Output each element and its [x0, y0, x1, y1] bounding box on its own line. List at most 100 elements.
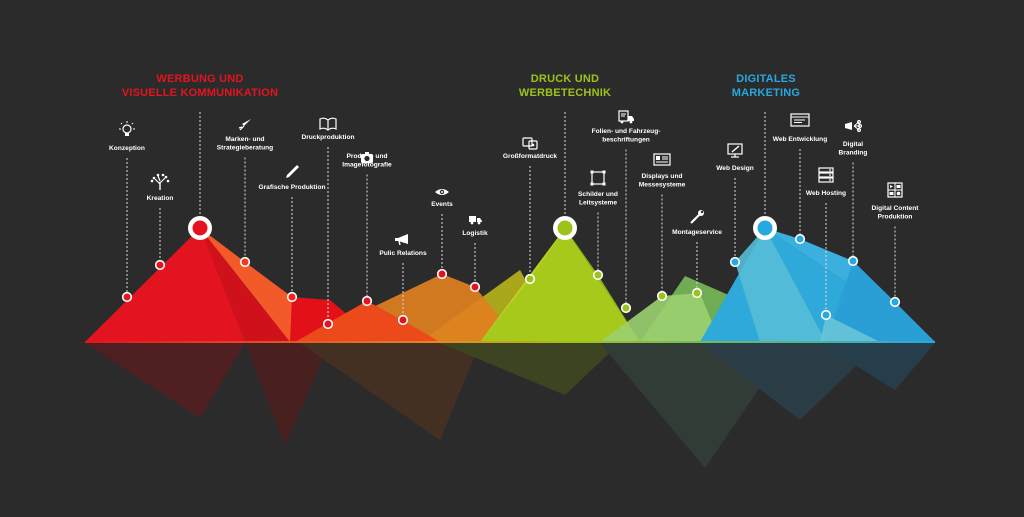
service-marker-dot: [322, 318, 334, 330]
content-grid-icon: [887, 182, 903, 198]
service-label-line: Großformatdruck: [503, 153, 558, 160]
category-title-line2: WERBETECHNIK: [518, 87, 612, 99]
megaphone-icon: [395, 234, 408, 246]
service-label-line: Digital: [843, 141, 863, 148]
service-label-line: Produktion: [878, 214, 913, 221]
category-title-werbung: WERBUNG UND VISUELLE KOMMUNIKATION: [118, 72, 282, 100]
peak-marker-dot: [557, 220, 573, 236]
service-label-line: Web Design: [716, 165, 754, 172]
service-label: Montageservice: [672, 229, 722, 236]
service-label-line: Kreation: [147, 195, 174, 202]
mountain-reflection: [85, 343, 935, 468]
service-marker-dot: [729, 256, 741, 268]
service-label-line: Web Entwicklung: [773, 136, 827, 143]
camera-icon: [361, 152, 373, 163]
service-marker-dot: [889, 296, 901, 308]
service-label-line: beschriftungen: [602, 137, 650, 144]
category-title-druck: DRUCK UND WERBETECHNIK: [508, 72, 622, 100]
service-label: Großformatdruck: [503, 153, 558, 160]
service-marker-dot: [691, 287, 703, 299]
service-marker-dot: [794, 233, 806, 245]
service-label-line: Pulic Relations: [379, 250, 427, 257]
service-markers: [121, 233, 901, 330]
service-marker-dot: [239, 256, 251, 268]
service-label: Druckproduktion: [301, 134, 354, 141]
service-label-line: Leitsysteme: [579, 200, 617, 207]
service-label-line: Imagefotografie: [342, 162, 392, 169]
code-window-icon: [790, 113, 810, 127]
service-marker-dot: [469, 281, 481, 293]
service-marker-dot: [286, 291, 298, 303]
service-connectors: [126, 147, 896, 319]
category-title-line2: VISUELLE KOMMUNIKATION: [121, 87, 279, 99]
category-title-line1: DRUCK UND: [530, 73, 600, 85]
truck-icon: [469, 216, 482, 225]
category-title-line2: MARKETING: [731, 87, 801, 99]
share-icon: [845, 119, 862, 133]
service-label: Events: [431, 201, 453, 208]
service-label: Kreation: [147, 195, 174, 202]
service-marker-dot: [361, 295, 373, 307]
service-label-line: Messesysteme: [639, 182, 686, 189]
frame-icon: [590, 170, 606, 186]
server-icon: [818, 167, 834, 183]
printer-icon: [522, 137, 538, 150]
service-label: Web Design: [716, 165, 754, 172]
service-marker-dot: [820, 309, 832, 321]
category-title-line1: DIGITALES: [736, 73, 796, 85]
service-label: Logistik: [462, 230, 488, 237]
service-label: Konzeption: [109, 145, 145, 152]
mountain-range: [85, 228, 935, 343]
peak-marker-dot: [192, 220, 208, 236]
service-marker-dot: [847, 255, 859, 267]
eye-icon: [435, 189, 449, 195]
service-marker-dot: [154, 259, 166, 271]
service-label-line: Events: [431, 201, 453, 208]
service-label-line: Digital Content: [872, 205, 920, 212]
service-label-line: Strategieberatung: [217, 145, 273, 152]
service-marker-dot: [656, 290, 668, 302]
service-label-line: Druckproduktion: [301, 134, 354, 141]
service-icons: [119, 110, 903, 246]
service-label-line: Konzeption: [109, 145, 145, 152]
rocket-icon: [238, 119, 251, 131]
pencil-icon: [286, 165, 299, 178]
service-label: Grafische Produktion: [258, 184, 325, 191]
service-label-line: Grafische Produktion: [258, 184, 325, 191]
monitor-pen-icon: [727, 143, 743, 158]
service-marker-dot: [620, 302, 632, 314]
category-title-digital: DIGITALES MARKETING: [716, 72, 816, 100]
book-icon: [319, 117, 337, 131]
service-label-line: Montageservice: [672, 229, 722, 236]
category-title-line1: WERBUNG UND: [156, 73, 244, 85]
service-label-line: Web Hosting: [806, 190, 846, 197]
service-label-line: Logistik: [462, 230, 488, 237]
service-label: Pulic Relations: [379, 250, 427, 257]
service-label: Web Hosting: [806, 190, 846, 197]
service-label-line: Displays und: [641, 173, 682, 180]
lightbulb-icon: [119, 121, 135, 136]
service-label-line: Marken- und: [225, 136, 264, 143]
service-label-line: Schilder und: [578, 191, 618, 198]
service-marker-dot: [121, 291, 133, 303]
tree-icon: [150, 173, 170, 190]
service-marker-dot: [592, 269, 604, 281]
vehicle-icon: [618, 110, 634, 124]
service-label: Web Entwicklung: [773, 136, 827, 143]
service-label-line: Branding: [839, 150, 868, 157]
service-marker-dot: [436, 268, 448, 280]
service-label-line: Folien- und Fahrzeug-: [592, 128, 661, 135]
service-marker-dot: [524, 273, 536, 285]
wrench-icon: [690, 210, 704, 224]
peak-marker-dot: [757, 220, 773, 236]
display-icon: [653, 153, 671, 166]
service-marker-dot: [397, 314, 409, 326]
